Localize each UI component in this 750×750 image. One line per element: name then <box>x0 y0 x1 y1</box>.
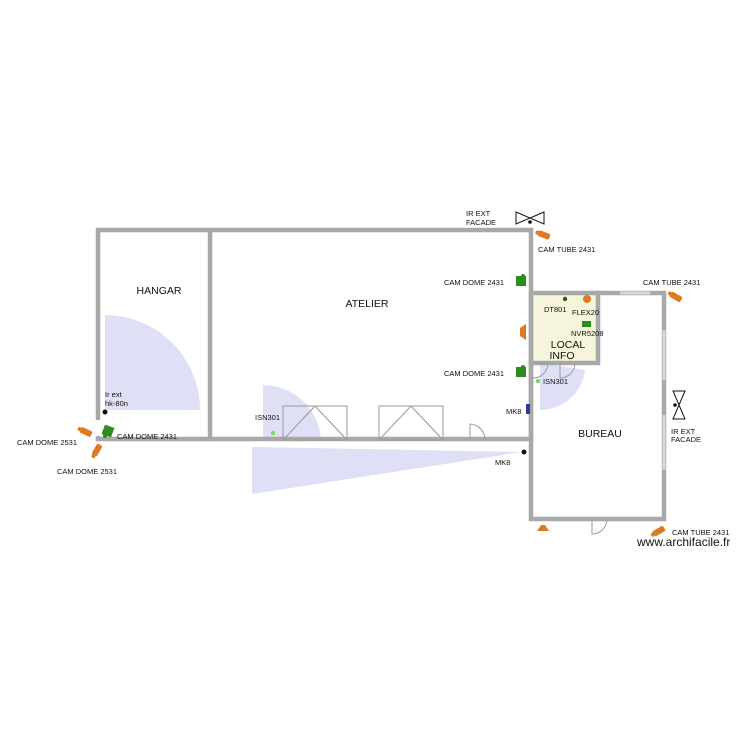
cam-dome-2431-hangar-label: CAM DOME 2431 <box>117 432 177 441</box>
coverage-zone-atelier-isn301 <box>263 384 321 440</box>
cam-dome-2531-bottom-label: CAM DOME 2531 <box>57 467 117 476</box>
ir-ext-top-label-1: IR EXT <box>466 209 491 218</box>
sensor-dot-icon <box>102 409 108 415</box>
sectional-door-1 <box>282 405 348 441</box>
room-label-bureau: BUREAU <box>578 428 622 440</box>
ir-ext-top-label-2: FACADE <box>466 218 496 227</box>
cam-dome-2531-left-label: CAM DOME 2531 <box>17 438 77 447</box>
ir-barrier-icon <box>515 211 545 225</box>
cam-dome-atelier-top-label: CAM DOME 2431 <box>444 278 504 287</box>
wall-bureau <box>528 290 667 522</box>
nvr5208-label: NVR5208 <box>571 329 604 338</box>
camera-tube-icon <box>583 295 591 303</box>
camera-tube-icon <box>535 230 551 240</box>
watermark-text: www.archifacile.fr <box>637 535 731 549</box>
coverage-zone-mk8 <box>252 447 522 494</box>
isn301-atelier-label: ISN301 <box>255 413 280 422</box>
nvr-icon <box>582 321 591 327</box>
speaker-icon <box>520 324 526 340</box>
sensor-dot-icon <box>521 449 527 455</box>
ir-barrier-icon <box>672 390 686 420</box>
door-local-inner <box>559 362 576 379</box>
ir-ext-hangar-label-1: Ir ext <box>105 390 123 399</box>
speaker-icon <box>537 525 549 531</box>
local-info-room-fill <box>533 295 598 363</box>
door-atelier <box>469 423 486 440</box>
flex20-label: FLEX20 <box>572 308 599 317</box>
dt801-label: DT801 <box>544 305 567 314</box>
mk8-upper-label: MK8 <box>506 407 521 416</box>
door-bureau-bottom <box>591 518 608 535</box>
ir-ext-right-label-2: FACADE <box>671 435 701 444</box>
ir-ext-hangar-label-2: hk-80n <box>105 399 128 408</box>
room-label-local-1: LOCAL <box>551 339 586 351</box>
cam-tube-right-label: CAM TUBE 2431 <box>643 278 700 287</box>
wall-atelier <box>207 227 534 442</box>
room-label-local-2: INFO <box>549 350 574 362</box>
camera-tube-icon <box>77 427 93 437</box>
sectional-door-2 <box>378 405 444 441</box>
sensor-dot-icon <box>270 430 276 436</box>
sensor-dot-icon <box>562 296 568 302</box>
coverage-zone-hangar <box>105 315 200 410</box>
camera-tube-icon <box>650 525 666 537</box>
wall-hangar <box>95 227 213 442</box>
cam-dome-atelier-mid-label: CAM DOME 2431 <box>444 369 504 378</box>
camera-tube-icon <box>91 443 103 459</box>
camera-dome-icon <box>516 365 526 377</box>
sensor-dot-icon <box>535 378 541 384</box>
ir-ext-right-label-1: IR EXT <box>671 427 696 436</box>
isn301-bureau-label: ISN301 <box>543 377 568 386</box>
camera-tube-icon <box>667 291 683 303</box>
room-label-atelier: ATELIER <box>346 298 389 310</box>
cam-tube-top-label: CAM TUBE 2431 <box>538 245 595 254</box>
wall-local-info <box>528 290 601 366</box>
coverage-zone-bureau-isn301 <box>540 363 585 411</box>
mk8-lower-label: MK8 <box>495 458 510 467</box>
camera-dome-icon <box>101 424 115 438</box>
cam-tube-bottom-label: CAM TUBE 2431 <box>672 528 729 537</box>
keypad-icon <box>526 404 530 414</box>
camera-dome-icon <box>516 274 526 286</box>
door-bureau-left <box>532 362 549 379</box>
room-label-hangar: HANGAR <box>137 285 182 297</box>
